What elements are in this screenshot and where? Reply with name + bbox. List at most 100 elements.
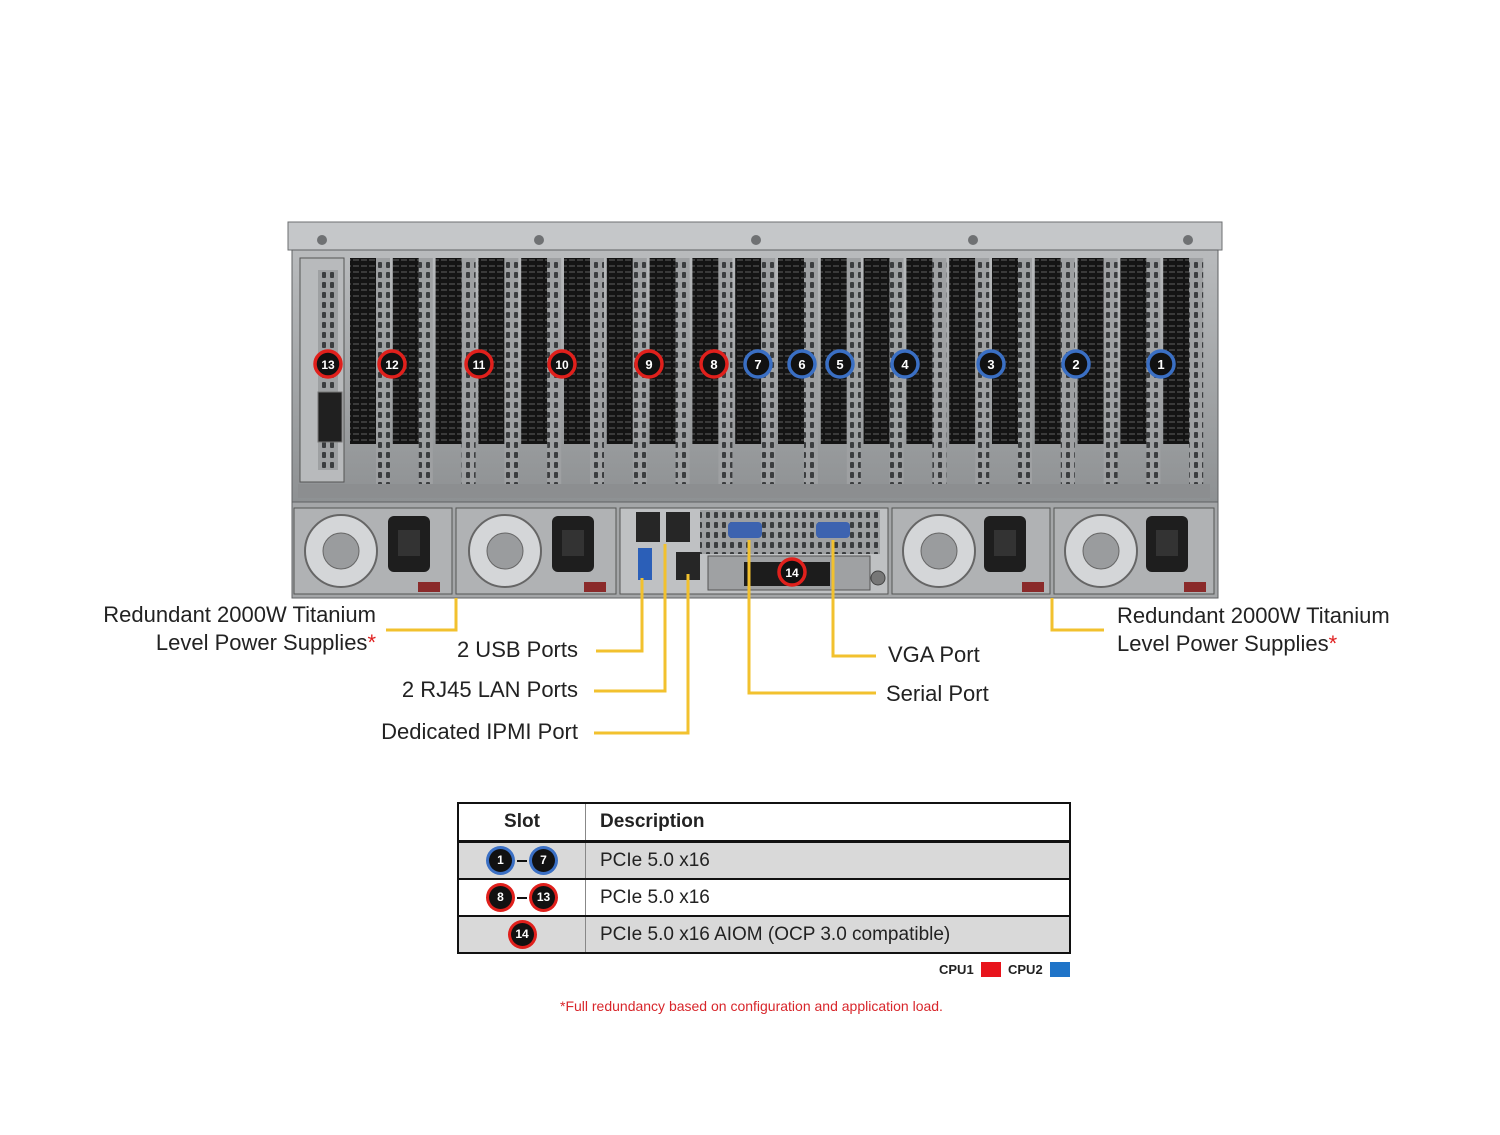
slot-badge-10: 10 bbox=[547, 349, 577, 379]
slot-number: 5 bbox=[836, 357, 843, 372]
slot-badge-6: 6 bbox=[787, 349, 817, 379]
slot-range-cell: 8 13 bbox=[458, 879, 586, 917]
slot-bracket bbox=[1120, 258, 1147, 444]
slot-bracket bbox=[606, 258, 633, 444]
description-cell: PCIe 5.0 x16 AIOM (OCP 3.0 compatible) bbox=[585, 916, 1070, 954]
table-row: 8 13 PCIe 5.0 x16 bbox=[458, 879, 1070, 917]
slot-badge-8: 8 bbox=[699, 349, 729, 379]
slot-bracket bbox=[435, 258, 462, 444]
legend-cpu1-label: CPU1 bbox=[939, 962, 974, 977]
slot-badge-3: 3 bbox=[976, 349, 1006, 379]
slot-bracket bbox=[350, 258, 376, 444]
line-vga bbox=[831, 540, 876, 658]
slot-rail bbox=[675, 258, 690, 484]
legend-cpu2-swatch bbox=[1050, 962, 1070, 977]
usb-label: 2 USB Ports bbox=[456, 637, 578, 662]
description-cell: PCIe 5.0 x16 bbox=[585, 841, 1070, 880]
slot-rail bbox=[504, 258, 519, 484]
slot-number: 12 bbox=[385, 358, 399, 372]
lan-label: 2 RJ45 LAN Ports bbox=[401, 677, 578, 702]
line-psu-left bbox=[386, 598, 458, 632]
slot-column-header: Slot bbox=[458, 802, 586, 843]
legend-cpu2-label: CPU2 bbox=[1008, 962, 1043, 977]
slot-badge-11: 11 bbox=[464, 349, 494, 379]
psu-left-line2-wrap: Level Power Supplies* bbox=[60, 629, 376, 657]
psu-2 bbox=[455, 507, 617, 595]
slot-badge: 7 bbox=[532, 849, 555, 872]
lan-port-2 bbox=[666, 512, 690, 542]
slot-number: 9 bbox=[645, 357, 652, 372]
callout-lines bbox=[386, 540, 1104, 735]
psu-right-label: Redundant 2000W Titanium Level Power Sup… bbox=[1117, 602, 1390, 658]
psu-left-line1: Redundant 2000W Titanium bbox=[103, 602, 376, 627]
line-ipmi bbox=[594, 574, 690, 735]
slot-number: 3 bbox=[987, 357, 994, 372]
slot-number: 1 bbox=[1157, 357, 1164, 372]
psu-1 bbox=[293, 507, 453, 595]
psu-right-line2: Level Power Supplies bbox=[1117, 631, 1329, 656]
line-serial bbox=[747, 540, 876, 695]
footnote: *Full redundancy based on configuration … bbox=[560, 998, 943, 1014]
slot-number: 8 bbox=[710, 357, 717, 372]
slot-badge-9: 9 bbox=[634, 349, 664, 379]
power-supplies bbox=[293, 507, 1215, 595]
usb-ports bbox=[638, 548, 652, 580]
psu-right-line2-wrap: Level Power Supplies* bbox=[1117, 630, 1390, 658]
psu-4 bbox=[1053, 507, 1215, 595]
slot-number: 6 bbox=[798, 357, 805, 372]
slot-badge-13: 13 bbox=[313, 349, 343, 379]
slot-bracket bbox=[949, 258, 976, 444]
slot-badge-5: 5 bbox=[825, 349, 855, 379]
range-dash bbox=[517, 896, 527, 899]
slot-number: 10 bbox=[555, 358, 569, 372]
slot-number: 2 bbox=[1072, 357, 1079, 372]
description-cell: PCIe 5.0 x16 bbox=[585, 879, 1070, 917]
line-usb bbox=[596, 578, 644, 653]
slot-range-cell: 14 bbox=[458, 916, 586, 954]
slot-number: 13 bbox=[321, 358, 335, 372]
io-panel bbox=[619, 507, 889, 595]
psu-left-label: Redundant 2000W Titanium Level Power Sup… bbox=[60, 601, 376, 657]
slot-badge-2: 2 bbox=[1061, 349, 1091, 379]
slot-rail bbox=[590, 258, 604, 484]
slot-badge: 8 bbox=[489, 886, 512, 909]
slot-rail bbox=[932, 258, 947, 484]
slot-rail bbox=[846, 258, 861, 484]
slot-bracket bbox=[521, 258, 548, 444]
slot-rail bbox=[1103, 258, 1118, 484]
range-dash bbox=[517, 859, 527, 862]
slot-rail bbox=[1189, 258, 1204, 484]
psu-right-asterisk: * bbox=[1328, 631, 1338, 656]
slot-number: 4 bbox=[901, 357, 909, 372]
legend-cpu1-swatch bbox=[981, 962, 1001, 977]
slot-badge: 13 bbox=[532, 886, 555, 909]
line-psu-right bbox=[1050, 598, 1104, 632]
slot-badge-4: 4 bbox=[890, 349, 920, 379]
serial-port bbox=[728, 522, 762, 538]
slot-rail bbox=[418, 258, 433, 484]
table-row: 14 PCIe 5.0 x16 AIOM (OCP 3.0 compatible… bbox=[458, 916, 1070, 954]
slot-badge: 14 bbox=[510, 923, 534, 946]
slot-badge-14: 14 bbox=[777, 557, 807, 587]
psu-left-asterisk: * bbox=[367, 630, 376, 655]
psu-3 bbox=[891, 507, 1051, 595]
vga-label: VGA Port bbox=[888, 642, 980, 667]
slot-table-header: Slot Description bbox=[458, 802, 1070, 843]
slot-badge: 1 bbox=[489, 849, 512, 872]
slot-number: 7 bbox=[754, 357, 761, 372]
slot-badge-12: 12 bbox=[377, 349, 407, 379]
slot-number: 14 bbox=[785, 566, 799, 580]
psu-right-line1: Redundant 2000W Titanium bbox=[1117, 603, 1390, 628]
slot-badge-1: 1 bbox=[1146, 349, 1176, 379]
slot-bracket bbox=[863, 258, 890, 444]
serial-label: Serial Port bbox=[886, 681, 989, 706]
slot-badge-7: 7 bbox=[743, 349, 773, 379]
psu-left-line2: Level Power Supplies bbox=[155, 630, 368, 655]
lan-port-1 bbox=[636, 512, 660, 542]
line-lan bbox=[594, 544, 667, 693]
